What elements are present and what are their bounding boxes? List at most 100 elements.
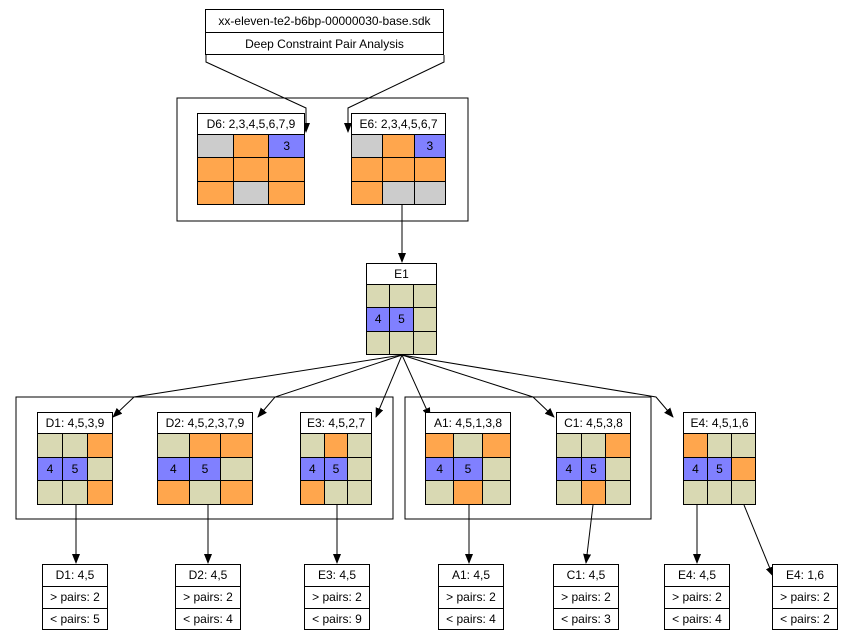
grid-cell — [38, 481, 62, 504]
node-title: D1: 4,5,3,9 — [37, 412, 113, 434]
result-title: E4: 4,5 — [665, 565, 729, 587]
result-less-pairs: < pairs: 9 — [312, 612, 362, 626]
grid-cell: 4 — [158, 457, 189, 481]
grid-cell — [221, 434, 252, 457]
edge-e4-result-b — [743, 504, 774, 577]
grid-cell — [88, 481, 112, 504]
grid-cell — [352, 181, 383, 204]
grid-cell — [189, 481, 221, 504]
result-less-pairs: < pairs: 4 — [446, 612, 496, 626]
cell-grid: 3 — [351, 134, 446, 205]
edge-e1-c1 — [401, 354, 555, 418]
grid-cell — [348, 457, 371, 481]
result-less-pairs: < pairs: 3 — [561, 612, 611, 626]
grid-cell: 4 — [557, 457, 581, 481]
result-title: D1: 4,5 — [43, 565, 107, 587]
grid-cell — [301, 481, 324, 504]
header-node: xx-eleven-te2-b6bp-00000030-base.sdk Dee… — [205, 9, 444, 55]
result-less-pairs: < pairs: 4 — [183, 612, 233, 626]
grid-cell — [414, 181, 445, 204]
node-title: A1: 4,5,1,3,8 — [425, 412, 511, 434]
grid-cell — [390, 331, 413, 354]
result-d2: D2: 4,5 > pairs: 2 < pairs: 4 — [175, 564, 241, 630]
grid-cell — [732, 457, 755, 481]
grid-cell — [426, 434, 454, 457]
result-title: D2: 4,5 — [176, 565, 240, 587]
grid-cell — [413, 308, 436, 331]
grid-cell — [606, 457, 630, 481]
result-e4-16: E4: 1,6 > pairs: 2 < pairs: 2 — [772, 564, 838, 630]
cluster-middle — [404, 396, 652, 520]
grid-cell: 5 — [390, 308, 413, 331]
grid-cell: 4 — [426, 457, 454, 481]
edge-e1-e3 — [375, 354, 403, 418]
grid-cell — [414, 158, 445, 181]
grid-cell — [63, 481, 87, 504]
header-filename: xx-eleven-te2-b6bp-00000030-base.sdk — [206, 10, 443, 33]
cell-grid: 3 — [197, 134, 305, 205]
grid-cell: 5 — [581, 457, 606, 481]
result-less-pairs: < pairs: 2 — [780, 612, 830, 626]
result-more-pairs: > pairs: 2 — [305, 587, 369, 609]
grid-cell — [233, 181, 269, 204]
grid-cell — [454, 434, 482, 457]
grid-cell — [413, 285, 436, 308]
result-less-pairs: < pairs: 5 — [50, 612, 100, 626]
grid-cell — [454, 481, 482, 504]
node-title: E4: 4,5,1,6 — [683, 412, 756, 434]
result-title: E4: 1,6 — [773, 565, 837, 587]
grid-cell — [348, 481, 371, 504]
grid-cell: 4 — [301, 457, 324, 481]
grid-cell — [390, 285, 413, 308]
grid-cell — [383, 135, 414, 158]
node-title: E1 — [366, 263, 437, 285]
grid-cell: 5 — [454, 457, 482, 481]
grid-cell — [708, 434, 731, 457]
grid-cell — [233, 158, 269, 181]
grid-cell — [732, 481, 755, 504]
grid-cell — [301, 434, 324, 457]
grid-cell — [482, 434, 510, 457]
grid-cell — [367, 331, 390, 354]
grid-cell — [63, 434, 87, 457]
grid-cell — [684, 434, 707, 457]
edge-e1-d2 — [257, 354, 403, 418]
node-title: D2: 4,5,2,3,7,9 — [157, 412, 253, 434]
grid-cell — [383, 181, 414, 204]
node-e6: E6: 2,3,4,5,6,7 3 — [351, 113, 446, 205]
result-more-pairs: > pairs: 2 — [773, 587, 837, 609]
node-title: E6: 2,3,4,5,6,7 — [351, 113, 446, 135]
grid-cell — [426, 481, 454, 504]
grid-cell — [198, 181, 233, 204]
grid-cell — [198, 135, 233, 158]
grid-cell — [482, 457, 510, 481]
grid-cell — [413, 331, 436, 354]
result-a1: A1: 4,5 > pairs: 2 < pairs: 4 — [438, 564, 504, 630]
result-less-pairs: < pairs: 4 — [672, 612, 722, 626]
result-more-pairs: > pairs: 2 — [554, 587, 618, 609]
node-title: C1: 4,5,3,8 — [556, 412, 631, 434]
grid-cell — [198, 158, 233, 181]
grid-cell: 5 — [324, 457, 348, 481]
result-title: E3: 4,5 — [305, 565, 369, 587]
node-title: D6: 2,3,4,5,6,7,9 — [197, 113, 305, 135]
edge-e1-a1 — [401, 354, 431, 418]
grid-cell — [557, 481, 581, 504]
grid-cell: 4 — [684, 457, 707, 481]
result-more-pairs: > pairs: 2 — [176, 587, 240, 609]
grid-cell — [581, 434, 606, 457]
edge-header-d6 — [205, 55, 310, 133]
result-d1: D1: 4,5 > pairs: 2 < pairs: 5 — [42, 564, 108, 630]
node-title: E3: 4,5,2,7 — [300, 412, 372, 434]
result-e3: E3: 4,5 > pairs: 2 < pairs: 9 — [304, 564, 370, 630]
